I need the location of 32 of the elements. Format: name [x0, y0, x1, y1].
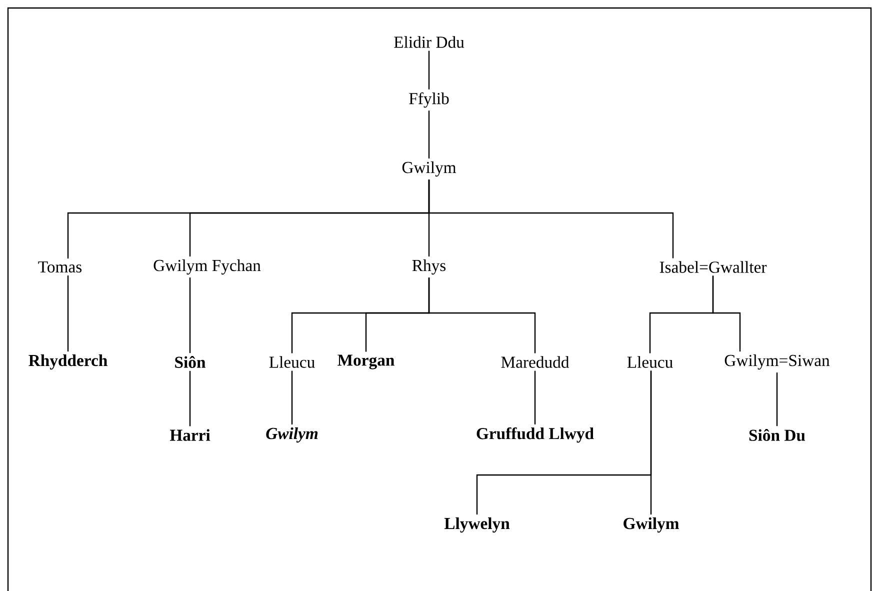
person-name: Lleucu: [269, 356, 315, 368]
person-name: Rhydderch: [28, 354, 108, 370]
person-name: Siôn: [175, 356, 206, 368]
person-name: Gwilym Fychan: [154, 259, 261, 275]
tree-line: [189, 370, 191, 426]
tree-line: [712, 276, 741, 352]
tree-line: [534, 370, 536, 424]
person-name: Siôn Du: [749, 429, 806, 441]
person-name: Gruffudd Llwyd: [476, 427, 594, 443]
person-name: Elidir Ddu: [394, 36, 464, 48]
person-name: Morgan: [338, 354, 394, 370]
person-name: Tomas: [38, 261, 82, 273]
person-name: Maredudd: [501, 356, 570, 368]
person-name: Rhys: [412, 259, 446, 275]
person-name: Lleucu: [627, 356, 673, 368]
person-name: Ffylib: [409, 92, 449, 108]
tree-line: [428, 110, 430, 158]
tree-line: [428, 180, 674, 258]
tree-line: [67, 275, 69, 352]
tree-line: [428, 278, 536, 354]
person-name: Llywelyn: [444, 517, 510, 533]
person-name: Gwilym: [266, 427, 318, 443]
tree-line: [189, 278, 191, 354]
person-name: Gwilym: [624, 517, 679, 533]
tree-line: [776, 372, 778, 426]
person-name: Isabel=Gwallter: [660, 261, 767, 273]
tree-line: [291, 370, 293, 424]
person-name: Harri: [170, 429, 210, 441]
tree-line: [650, 370, 652, 514]
person-name: Gwilym: [402, 161, 456, 177]
tree-line: [428, 50, 430, 90]
person-name: Gwilym=Siwan: [724, 354, 830, 370]
